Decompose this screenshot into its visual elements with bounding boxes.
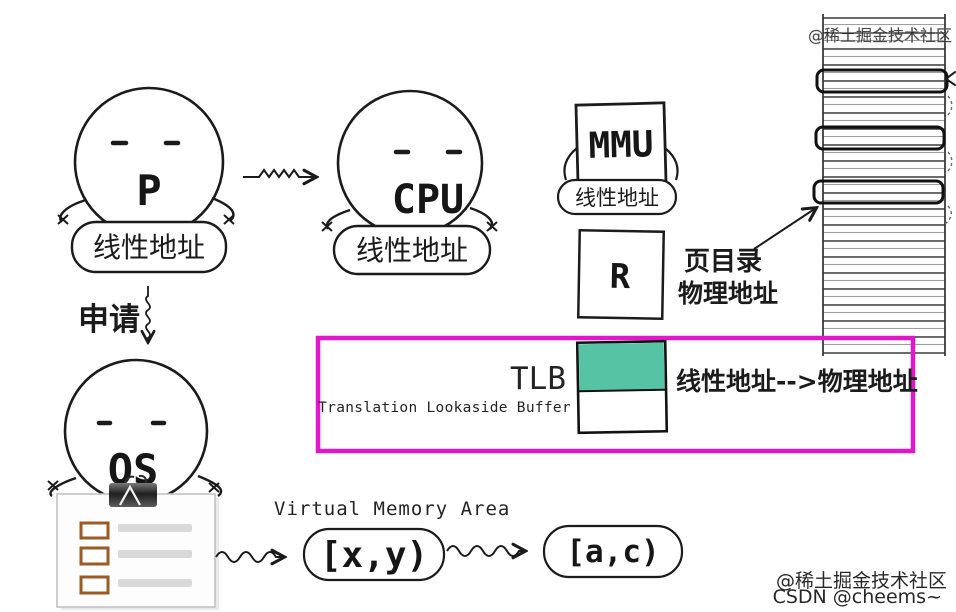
memory-request-document (56, 474, 219, 610)
process-right-arm (211, 196, 235, 222)
request-label: 申请 (78, 302, 140, 338)
process-right-hand-icon (223, 214, 235, 225)
page-table-row-highlight-1 (815, 68, 949, 94)
checkbox-1 (79, 521, 110, 540)
vma-range-xy-pill (302, 527, 446, 582)
page-directory-label: 页目录 (684, 247, 762, 277)
doc-line-2 (118, 550, 192, 558)
wavy-arrow-range-to-range (446, 546, 525, 556)
tlb-entry-filled (578, 342, 665, 392)
physical-address-label: 物理地址 (678, 279, 778, 308)
vma-section: Virtual Memory Area [x,y) [a,c) (215, 498, 684, 582)
cpu-address-label: 线性地址 (356, 234, 468, 267)
mmu-left-arm (563, 147, 578, 181)
mmu-right-arm (664, 147, 679, 181)
os-character: OS (47, 358, 223, 504)
register-block: R 页目录 物理地址 (576, 208, 816, 320)
checkbox-3 (79, 575, 110, 595)
os-left-hand-icon (47, 480, 59, 491)
process-character: P 线性地址 (57, 86, 235, 274)
process-address-label: 线性地址 (93, 231, 205, 264)
register-box (576, 229, 666, 320)
doc-line-3 (118, 579, 192, 587)
cpu-label: CPU (392, 177, 464, 223)
process-address-bubble (70, 220, 228, 274)
mmu-address-bubble (556, 178, 678, 216)
wavy-arrow-p-to-cpu (243, 168, 316, 177)
watermark-top: @稀土掘金技术社区 (808, 26, 952, 45)
watermark-csdn: CSDN @cheems~ (773, 586, 942, 608)
process-left-hand-icon (57, 214, 69, 225)
cpu-character: CPU 线性地址 (321, 89, 498, 276)
binder-clip-icon (109, 483, 157, 507)
register-label: R (609, 257, 631, 297)
tlb-callout: TLB Translation Lookaside Buffer 线性地址-->… (315, 335, 918, 454)
checkbox-2 (79, 546, 110, 566)
binder-clip-prongs (123, 474, 148, 485)
doc-line-1 (118, 524, 192, 532)
tlb-full-name: Translation Lookaside Buffer (318, 400, 571, 416)
row1-pointer-icon (944, 71, 956, 86)
binder-clip-highlight (119, 484, 141, 506)
row3-squiggle (944, 205, 953, 225)
tlb-mapping-label: 线性地址-->物理地址 (676, 367, 918, 396)
row1-squiggle (944, 95, 953, 119)
row2-squiggle (944, 151, 953, 175)
os-right-hand-icon (208, 482, 220, 493)
tlb-highlight-frame (315, 335, 916, 454)
wavy-arrow-doc-to-range (215, 552, 284, 562)
vma-range-ac-label: [a,c) (566, 534, 659, 570)
cpu-left-hand-icon (321, 221, 333, 232)
arrow-pagedir-to-table (753, 208, 816, 250)
mmu-address-label: 线性地址 (575, 186, 659, 210)
process-label: P (136, 166, 161, 215)
page-table-rows (823, 18, 945, 354)
mmu-label: MMU (588, 124, 654, 167)
vma-range-ac-pill (542, 524, 684, 579)
cpu-left-arm (325, 208, 351, 230)
vma-title: Virtual Memory Area (274, 498, 510, 520)
page-table-row-highlight-3 (812, 179, 945, 205)
tlb-abbr: TLB (510, 361, 566, 397)
os-right-arm (197, 474, 223, 497)
page-table (812, 14, 956, 356)
vma-range-xy-label: [x,y) (320, 535, 428, 576)
cpu-right-hand-icon (486, 221, 498, 232)
mmu-unit: MMU 线性地址 (556, 101, 679, 216)
cpu-address-bubble (332, 224, 492, 276)
tlb-entry-divider (579, 388, 666, 393)
wavy-arrow-request (146, 286, 150, 342)
page-table-row-highlight-2 (814, 125, 946, 151)
watermark-community: @稀土掘金技术社区 (776, 570, 947, 592)
